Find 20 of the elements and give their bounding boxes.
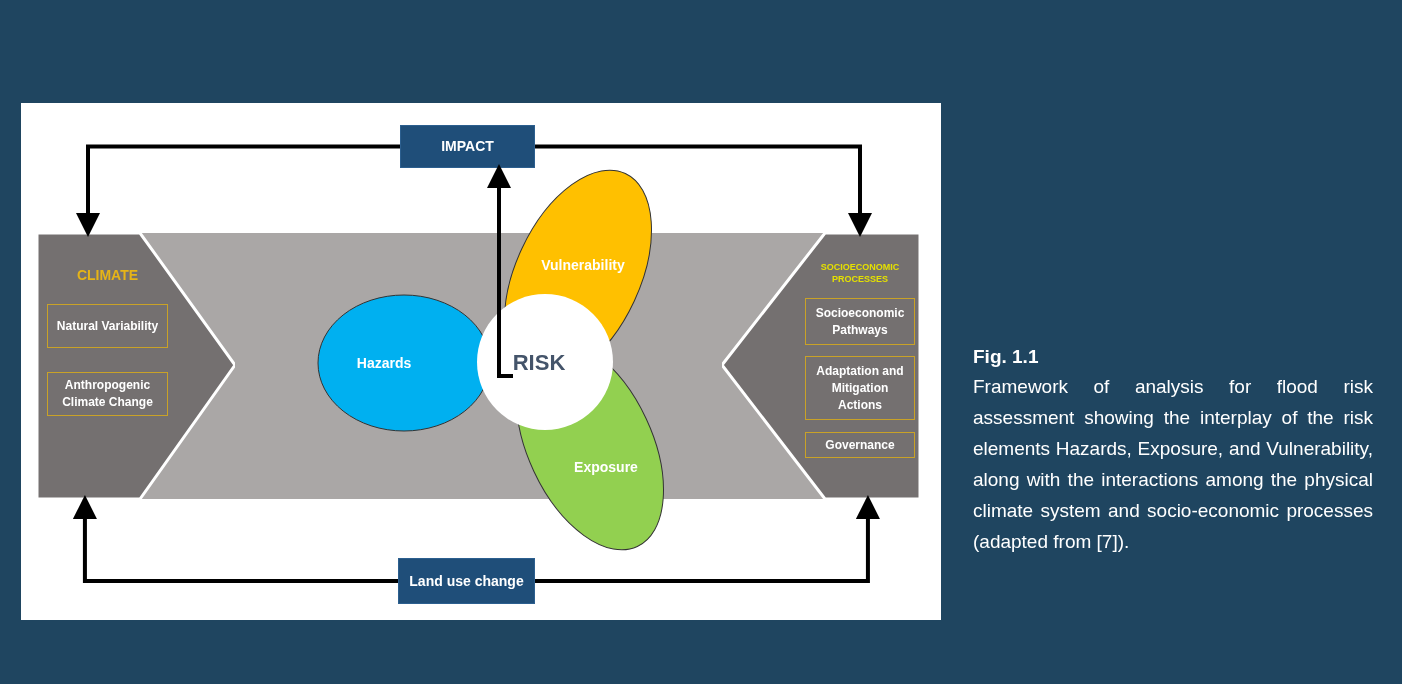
arrow <box>487 164 513 378</box>
arrow <box>535 495 880 583</box>
shape-label: RISK <box>512 348 566 377</box>
panel-heading: CLIMATE <box>75 266 140 285</box>
factor-box: Governance <box>805 432 915 458</box>
arrow <box>72 495 398 583</box>
shape-label: Vulnerability <box>541 255 625 275</box>
panel-heading: SOCIOECONOMIC PROCESSES <box>819 261 901 285</box>
factor-box: Socioeconomic Pathways <box>805 298 915 345</box>
arrow <box>76 144 400 237</box>
impact-box: IMPACT <box>400 125 535 168</box>
factor-box: Natural Variability <box>47 304 168 348</box>
shape-label: Exposure <box>574 457 638 477</box>
shape-label: Hazards <box>356 353 412 373</box>
factor-box: Adaptation and Mitigation Actions <box>805 356 915 420</box>
figure-title: Fig. 1.1 <box>973 345 1040 369</box>
arrow <box>535 144 872 237</box>
land-use-box: Land use change <box>398 558 535 604</box>
factor-box: Anthropogenic Climate Change <box>47 372 168 416</box>
figure-caption: Framework of analysis for flood risk assessment showing the interplay of the risk elements Hazards, Exposure, and Vulnerability, along with the interactions among the physical climate system and socio-economic processes (adapted from [7]). <box>973 375 1373 554</box>
